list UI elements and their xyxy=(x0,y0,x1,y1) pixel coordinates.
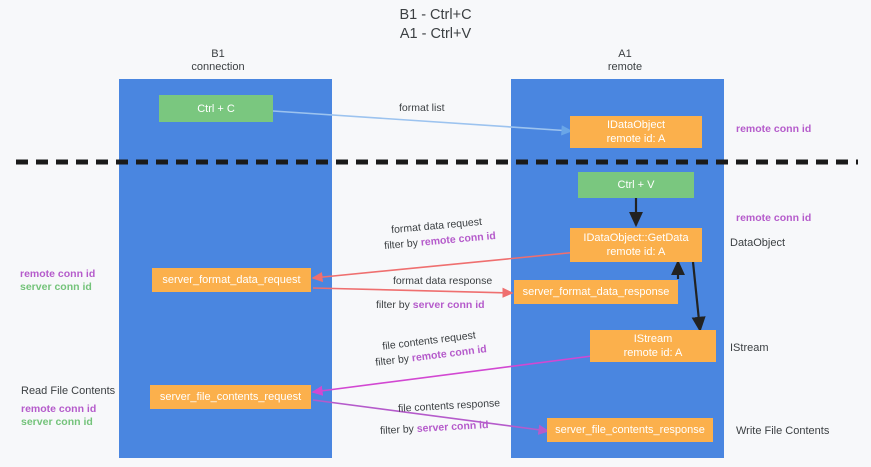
filter-prefix: filter by xyxy=(376,299,413,311)
side-label-write-file-contents: Write File Contents xyxy=(736,425,830,437)
filter-prefix: filter by xyxy=(379,422,418,438)
node-istream[interactable]: IStream remote id: A xyxy=(590,330,716,362)
filter-prefix: filter by xyxy=(374,352,413,369)
node-ctrl-v-label: Ctrl + V xyxy=(617,179,655,191)
node-ctrl-c[interactable]: Ctrl + C xyxy=(159,95,273,122)
side-label-read-file-contents: Read File Contents xyxy=(21,385,116,397)
side-label-left-server-conn-id-bottom: server conn id xyxy=(21,416,93,428)
edge-label-file-contents-response-filter: filter by server conn id xyxy=(380,418,489,438)
edge-label-file-contents-response: file contents response xyxy=(397,397,501,415)
node-server-format-data-response-label: server_format_data_response xyxy=(522,286,670,298)
title-line-2: A1 - Ctrl+V xyxy=(399,26,472,42)
node-server-file-contents-request[interactable]: server_file_contents_request xyxy=(150,385,311,409)
filter-key-server-conn-id: server conn id xyxy=(416,418,489,435)
lane-header-a1-line2: remote xyxy=(607,61,643,73)
diagram-title: B1 - Ctrl+C A1 - Ctrl+V xyxy=(0,6,871,44)
node-istream-line1: IStream xyxy=(633,333,673,345)
node-getdata-line1: IDataObject::GetData xyxy=(583,232,689,244)
node-istream-line2: remote id: A xyxy=(623,347,683,359)
side-label-remote-conn-id-mid: remote conn id xyxy=(736,212,812,224)
node-idataobject-getdata[interactable]: IDataObject::GetData remote id: A xyxy=(570,228,702,262)
lane-header-a1-line1: A1 xyxy=(618,48,632,60)
side-label-left-server-conn-id-mid: server conn id xyxy=(20,281,92,293)
node-ctrl-c-label: Ctrl + C xyxy=(197,102,235,115)
node-server-format-data-request[interactable]: server_format_data_request xyxy=(152,268,311,292)
node-idataobject-line1: IDataObject xyxy=(606,119,666,131)
filter-prefix: filter by xyxy=(383,236,422,253)
side-label-left-remote-conn-id-mid: remote conn id xyxy=(20,268,96,280)
node-getdata-line2: remote id: A xyxy=(606,246,666,258)
lane-header-a1: A1 remote xyxy=(515,48,735,74)
lane-header-b1-line2: connection xyxy=(191,61,245,73)
edge-label-format-data-response-filter: filter by server conn id xyxy=(376,298,485,312)
side-label-remote-conn-id-top: remote conn id xyxy=(736,123,812,135)
lane-header-b1: B1 connection xyxy=(108,48,328,74)
filter-key-server-conn-id: server conn id xyxy=(412,299,485,311)
side-label-dataobject: DataObject xyxy=(730,237,786,249)
lane-header-b1-line1: B1 xyxy=(211,48,225,60)
side-label-left-remote-conn-id-bottom: remote conn id xyxy=(21,403,97,415)
node-server-file-contents-response-label: server_file_contents_response xyxy=(555,424,705,436)
node-server-file-contents-response[interactable]: server_file_contents_response xyxy=(547,418,713,442)
node-server-format-data-response[interactable]: server_format_data_response xyxy=(514,280,678,304)
node-idataobject-line2: remote id: A xyxy=(606,133,666,145)
node-idataobject[interactable]: IDataObject remote id: A xyxy=(570,116,702,148)
node-server-format-data-request-label: server_format_data_request xyxy=(162,274,301,286)
node-server-file-contents-request-label: server_file_contents_request xyxy=(159,391,302,403)
edge-label-format-data-response: format data response xyxy=(393,275,493,287)
side-label-istream: IStream xyxy=(730,342,769,354)
edge-label-format-list: format list xyxy=(399,102,445,114)
node-ctrl-v[interactable]: Ctrl + V xyxy=(578,172,694,198)
title-line-1: B1 - Ctrl+C xyxy=(399,7,472,23)
